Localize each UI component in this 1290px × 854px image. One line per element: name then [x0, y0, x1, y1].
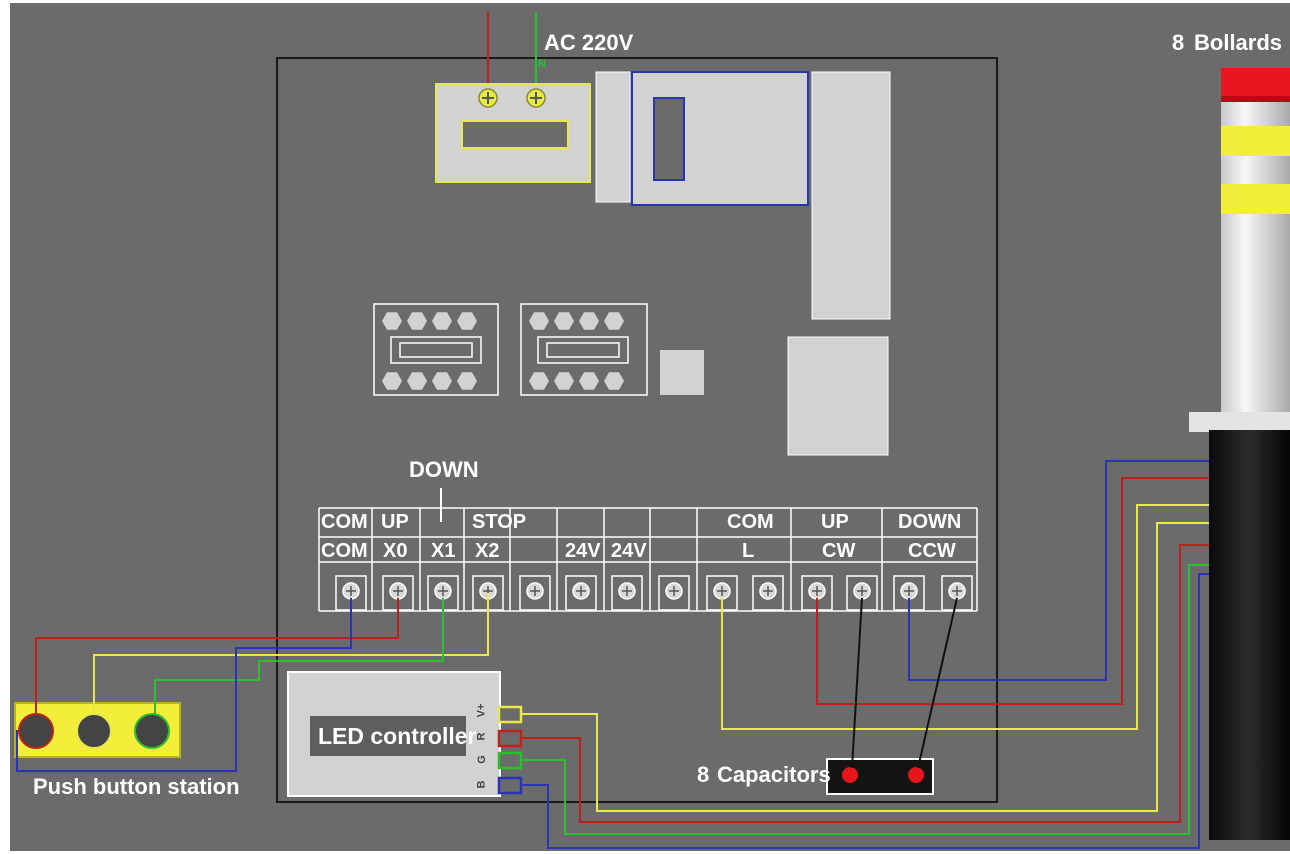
led-controller	[287, 671, 501, 797]
screw-terminal	[382, 575, 414, 611]
ac-power-label: AC 220V	[544, 30, 634, 55]
push-button-wires	[16, 593, 489, 772]
bollard-yellow-band-1	[1221, 126, 1290, 156]
button-red	[18, 713, 54, 749]
small-module	[660, 350, 704, 395]
screw-terminal	[752, 575, 784, 611]
terminal-label-top: COM	[321, 511, 368, 533]
terminal-label-bottom: X0	[383, 540, 408, 562]
relay-pin	[382, 312, 402, 330]
tall-module	[811, 71, 891, 320]
motor-wires	[721, 460, 1209, 730]
terminal-label-bottom: X1	[431, 540, 456, 562]
neutral-mark: N	[538, 58, 546, 70]
terminal-label-top: UP	[381, 511, 409, 533]
capacitor-leads	[851, 597, 958, 769]
led-pin-box	[497, 776, 523, 795]
terminal-label-top: STOP	[472, 511, 527, 533]
screw-terminal	[658, 575, 690, 611]
button-green	[134, 713, 170, 749]
capacitors	[826, 758, 934, 795]
relay-pin	[554, 312, 574, 330]
led-pin-label: R	[475, 732, 488, 741]
push-button-station-label: Push button station	[33, 774, 240, 799]
relay-pin	[604, 312, 624, 330]
relay-pin	[407, 312, 427, 330]
down-callout-label: DOWN	[409, 457, 479, 482]
bollard-red-band	[1221, 68, 1290, 98]
screw-terminal	[565, 575, 597, 611]
led-pin-label: B	[475, 780, 488, 789]
led-pin-boxes	[497, 705, 523, 795]
led-pin-box	[497, 705, 523, 724]
button-yellow	[76, 713, 112, 749]
capacitors-count: 8	[697, 762, 710, 787]
capacitors-label: Capacitors	[717, 762, 831, 787]
terminal-label-bottom: X2	[475, 540, 500, 562]
led-pin-box	[497, 751, 523, 770]
module-block	[595, 71, 631, 203]
led-pin-box	[497, 729, 523, 748]
contactor-block	[631, 71, 809, 206]
terminal-label-bottom: COM	[321, 540, 368, 562]
terminal-label-bottom: 24V	[565, 540, 601, 562]
screw-terminal	[941, 575, 973, 611]
terminal-label-bottom: L	[742, 540, 755, 562]
relay-pin	[457, 312, 477, 330]
screw-terminal	[611, 575, 643, 611]
relay-pins	[382, 312, 624, 390]
screw-terminal	[519, 575, 551, 611]
terminal-grid	[318, 507, 978, 612]
relay-pin	[382, 372, 402, 390]
relay-pin	[457, 372, 477, 390]
relay-pin	[579, 372, 599, 390]
square-module	[787, 336, 889, 456]
led-controller-label: LED controller	[318, 723, 477, 749]
bollards-count: 8	[1172, 30, 1185, 55]
led-pin-label: G	[475, 755, 488, 764]
relay-right	[520, 303, 648, 396]
push-button-station	[14, 702, 181, 758]
led-pin-label: V+	[475, 703, 488, 718]
relay-pin	[604, 372, 624, 390]
screw-terminals	[335, 575, 973, 611]
terminal-label-bottom: CCW	[908, 540, 956, 562]
relay-pin	[529, 312, 549, 330]
relay-pin	[554, 372, 574, 390]
terminal-label-top: UP	[821, 511, 849, 533]
terminal-label-bottom: 24V	[611, 540, 647, 562]
relay-pin	[529, 372, 549, 390]
terminal-label-top: DOWN	[898, 511, 962, 533]
terminal-label-bottom: CW	[822, 540, 856, 562]
led-wires	[521, 522, 1209, 849]
bollard	[1189, 68, 1290, 840]
bollard-yellow-band-2	[1221, 184, 1290, 214]
power-module	[435, 83, 591, 183]
relay-pin	[432, 372, 452, 390]
relay-pin	[407, 372, 427, 390]
relay-pin	[579, 312, 599, 330]
bollards-label: Bollards	[1194, 30, 1283, 55]
relay-left	[373, 303, 499, 396]
terminal-label-top: COM	[727, 511, 774, 533]
relay-pin	[432, 312, 452, 330]
